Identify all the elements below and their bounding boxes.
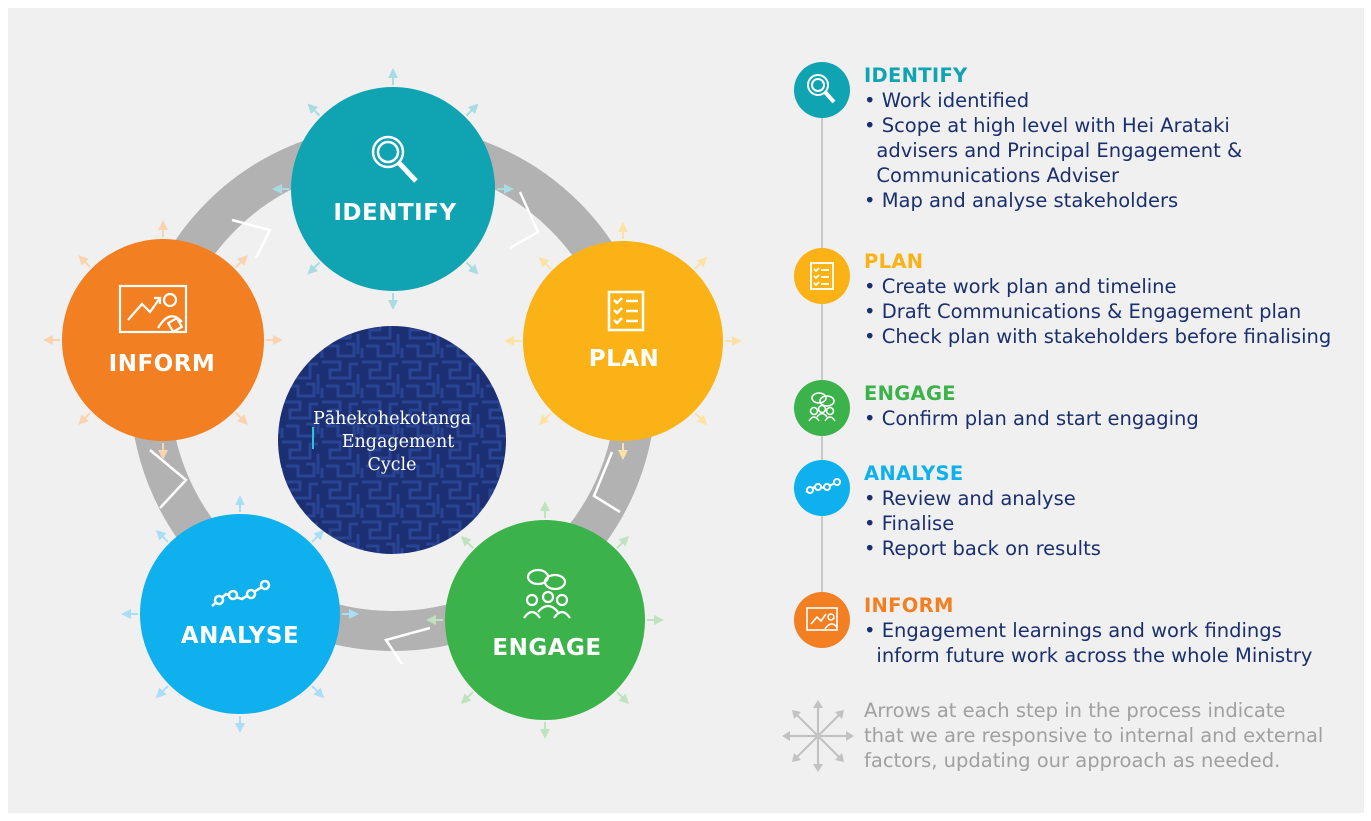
direction-arrow-stem (235, 412, 244, 421)
magnifier-icon (371, 135, 418, 183)
list-item: Review and analyse (864, 486, 1101, 511)
legend-list-analyse: Review and analyse Finalise Report back … (864, 486, 1101, 561)
direction-arrow (121, 609, 131, 619)
presentation-icon (806, 607, 838, 631)
direction-arrow-stem (465, 107, 475, 117)
stage-plan[interactable]: PLAN (523, 241, 723, 441)
legend-list-identify: Work identified Scope at high level with… (864, 88, 1242, 213)
direction-arrow (654, 615, 664, 625)
stage-engage[interactable]: ENGAGE (445, 520, 645, 720)
legend-title-identify: IDENTIFY (864, 64, 968, 87)
group-chat-icon (808, 392, 836, 422)
direction-arrow-stem (160, 534, 169, 543)
direction-arrow (504, 336, 514, 346)
direction-arrow (618, 450, 628, 460)
direction-arrow-stem (543, 261, 552, 270)
direction-arrow-stem (311, 261, 321, 271)
direction-arrow (540, 501, 550, 511)
direction-arrow-stem (616, 540, 625, 549)
center-title-line2: Engagement (342, 432, 455, 452)
direction-arrow-stem (465, 691, 474, 700)
engagement-cycle-diagram: Pāhekohekotanga Engagement Cycle IDENTIF… (43, 68, 742, 739)
list-item: Map and analyse stakeholders (864, 188, 1242, 213)
direction-arrow-stem (465, 540, 474, 549)
direction-arrow-stem (160, 685, 169, 694)
list-item: Report back on results (864, 536, 1101, 561)
list-item: Scope at high level with Hei Arataki (864, 113, 1242, 138)
list-item: Confirm plan and start engaging (864, 406, 1199, 431)
list-item: Draft Communications & Engagement plan (864, 299, 1331, 324)
center-title-line3: Cycle (367, 455, 416, 475)
direction-arrow (235, 723, 245, 733)
stage-label-identify: IDENTIFY (333, 200, 456, 226)
legend-title-plan: PLAN (864, 250, 924, 273)
checklist-icon (810, 262, 834, 290)
list-item: Finalise (864, 511, 1101, 536)
center-circle (278, 326, 506, 554)
group-chat-icon (523, 568, 571, 619)
direction-arrow (272, 184, 282, 194)
list-item: Check plan with stakeholders before fina… (864, 324, 1332, 349)
direction-arrow (540, 729, 550, 739)
legend-list-plan: Create work plan and timeline Draft Comm… (864, 274, 1332, 349)
legend-list-engage: Confirm plan and start engaging (864, 406, 1199, 431)
line-chart-icon (211, 579, 271, 607)
stage-inform[interactable]: INFORM (62, 239, 264, 441)
presentation-icon (118, 284, 188, 334)
list-item: Work identified (864, 88, 1242, 113)
direction-arrow (235, 495, 245, 505)
direction-arrow-stem (543, 412, 552, 421)
direction-arrow-stem (311, 107, 321, 117)
legend-icon-analyse (794, 460, 850, 516)
direction-arrow (158, 450, 168, 460)
direction-arrow-stem (694, 261, 703, 270)
direction-arrow-stem (82, 412, 91, 421)
list-item: Create work plan and timeline (864, 274, 1331, 299)
legend-icon-inform (794, 592, 850, 648)
direction-arrow (618, 222, 628, 232)
legend-title-analyse: ANALYSE (864, 462, 964, 485)
direction-arrow (349, 609, 359, 619)
direction-arrow (158, 220, 168, 230)
legend-title-inform: INFORM (864, 594, 954, 617)
direction-arrow-stem (82, 259, 91, 268)
direction-arrow-stem (616, 691, 625, 700)
list-item-continued: inform future work across the whole Mini… (876, 644, 1313, 667)
direction-arrow (732, 336, 742, 346)
direction-arrow-stem (311, 685, 320, 694)
list-item: Engagement learnings and work findings (864, 618, 1312, 643)
ring-chevrons (149, 191, 621, 665)
direction-arrow-stem (465, 261, 475, 271)
direction-arrow (43, 335, 53, 345)
stage-label-analyse: ANALYSE (181, 623, 299, 649)
magnifier-icon (807, 74, 836, 104)
line-chart-icon (805, 478, 841, 494)
center-divider (312, 427, 314, 449)
direction-arrow-stem (311, 534, 320, 543)
direction-arrow (388, 68, 398, 78)
checklist-icon (607, 290, 645, 332)
direction-arrow (426, 615, 436, 625)
legend-icon-plan (794, 248, 850, 304)
stage-analyse[interactable]: ANALYSE (140, 514, 340, 714)
direction-arrow-stem (694, 412, 703, 421)
direction-arrow (388, 300, 398, 310)
direction-arrow-stem (235, 259, 244, 268)
stage-label-plan: PLAN (589, 346, 660, 372)
legend-icon-identify (794, 62, 850, 118)
stage-label-engage: ENGAGE (492, 635, 601, 661)
stage-identify[interactable]: IDENTIFY (291, 87, 495, 291)
stage-label-inform: INFORM (109, 351, 216, 377)
list-item-continued: Communications Adviser (876, 164, 1119, 187)
center-title-line1: Pāhekohekotanga (313, 409, 471, 429)
list-item-continued: advisers and Principal Engagement & (876, 139, 1243, 162)
legend-title-engage: ENGAGE (864, 382, 956, 405)
legend-list-inform: Engagement learnings and work findings i… (864, 618, 1312, 668)
direction-arrow (504, 184, 514, 194)
legend-icon-engage (794, 380, 850, 436)
direction-arrow (273, 335, 283, 345)
